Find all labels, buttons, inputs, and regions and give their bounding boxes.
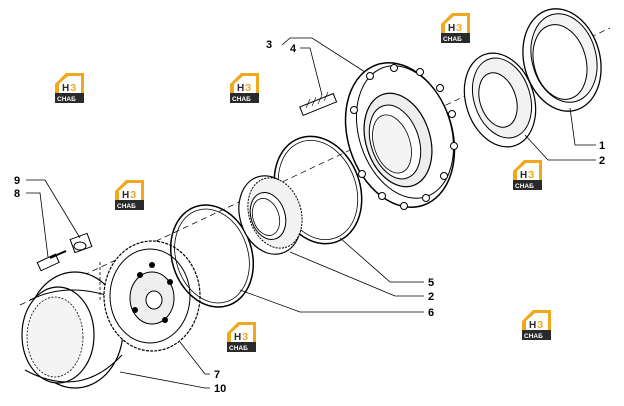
callout-10: 10: [214, 383, 226, 395]
ring-gear-part: [21, 271, 124, 389]
svg-text:СНАБ: СНАБ: [232, 96, 251, 103]
callout-2-lower: 2: [428, 291, 434, 303]
callout-9: 9: [14, 175, 20, 187]
svg-text:СНАБ: СНАБ: [524, 333, 543, 340]
svg-text:СНАБ: СНАБ: [229, 345, 248, 352]
callout-5: 5: [428, 277, 434, 289]
hz-snab-logo-icon: СНАБ: [522, 310, 551, 340]
snap-ring-part: [169, 204, 255, 308]
spacer-part: [69, 232, 93, 254]
svg-text:СНАБ: СНАБ: [443, 36, 462, 43]
hz-snab-logo-icon: СНАБ: [115, 180, 144, 210]
seal-part: [522, 8, 602, 112]
callout-3: 3: [266, 39, 272, 51]
callout-7: 7: [214, 369, 220, 381]
roller-bearing-lower-part: [238, 175, 303, 255]
callout-2-upper: 2: [599, 155, 605, 167]
stud-part: [299, 91, 338, 117]
callout-8: 8: [14, 188, 20, 200]
taper-bearing-upper-part: [463, 52, 537, 148]
hz-snab-logo-icon: СНАБ: [513, 160, 542, 190]
callout-1: 1: [599, 140, 605, 152]
svg-text:СНАБ: СНАБ: [515, 183, 534, 190]
wheel-hub-part: [344, 62, 458, 210]
callout-6: 6: [428, 307, 434, 319]
svg-text:СНАБ: СНАБ: [57, 96, 76, 103]
planet-carrier-part: [103, 240, 201, 352]
bolt-part: [36, 250, 67, 272]
hz-snab-logo-icon: СНАБ: [227, 322, 256, 352]
callout-4: 4: [290, 43, 297, 55]
svg-text:СНАБ: СНАБ: [117, 203, 136, 210]
hz-snab-logo-icon: СНАБ: [230, 73, 259, 103]
leader-lines: [26, 37, 596, 389]
hz-snab-logo-icon: СНАБ: [441, 13, 470, 43]
hz-snab-logo-icon: СНАБ: [55, 73, 84, 103]
